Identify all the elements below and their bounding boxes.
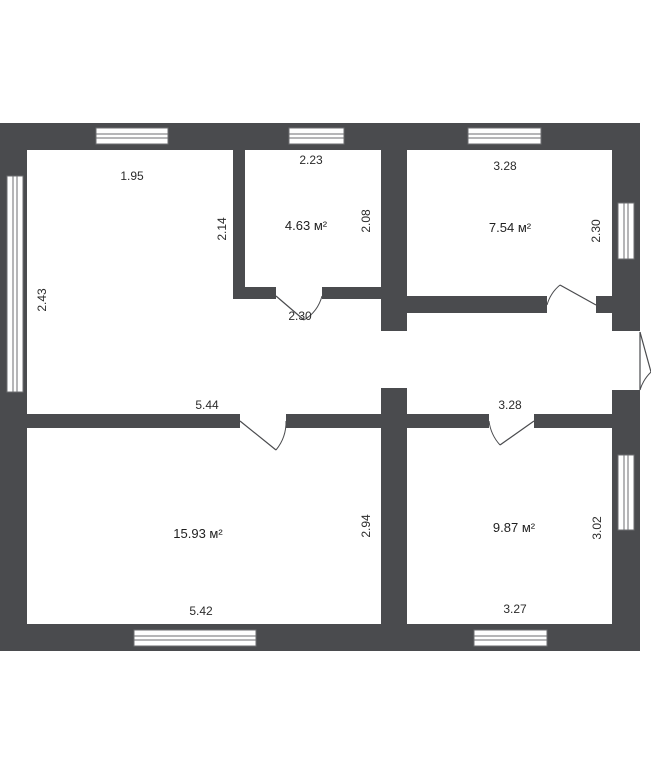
dimension-label: 3.28 — [493, 159, 517, 173]
dimension-label: 3.28 — [498, 398, 522, 412]
dimension-label: 5.42 — [189, 604, 213, 618]
wall-room2-bottom-right — [322, 287, 387, 299]
wall-room2-left — [233, 150, 245, 296]
dimension-label: 5.44 — [195, 398, 219, 412]
window-top-1 — [95, 127, 169, 145]
room-area-label: 9.87 м² — [493, 520, 536, 535]
door-room5 — [488, 420, 535, 446]
outer-wall-left-stub — [0, 470, 6, 490]
door-room2 — [275, 295, 323, 321]
dimension-label: 2.14 — [215, 217, 229, 241]
window-top-3 — [467, 127, 542, 145]
door-room4 — [239, 420, 287, 451]
dimension-label: 2.94 — [359, 514, 373, 538]
window-left — [6, 175, 24, 393]
dimension-label: 2.43 — [35, 288, 49, 312]
dimension-label: 3.27 — [503, 602, 527, 616]
wall-hall-bottom-left — [0, 414, 240, 428]
wall-room3-bottom-right — [596, 296, 640, 313]
wall-hall-bottom-mid — [286, 414, 489, 428]
dimension-label: 2.30 — [288, 309, 312, 323]
wall-room2-bottom-left — [233, 287, 276, 299]
wall-hall-bottom-right — [534, 414, 640, 428]
dimension-label: 2.23 — [299, 153, 323, 167]
room-area-label: 15.93 м² — [173, 526, 223, 541]
dimension-label: 1.95 — [120, 169, 144, 183]
dimension-label: 2.08 — [359, 209, 373, 233]
dimension-label: 3.02 — [590, 516, 604, 540]
window-top-2 — [288, 127, 345, 145]
window-right-2 — [617, 454, 635, 531]
dimension-label: 2.30 — [589, 219, 603, 243]
room-area-label: 7.54 м² — [489, 220, 532, 235]
door-entrance — [639, 331, 651, 391]
window-bottom-2 — [473, 629, 548, 647]
wall-room3-bottom-left — [381, 296, 547, 313]
window-right-1 — [617, 202, 635, 260]
room-area-label: 4.63 м² — [285, 218, 328, 233]
door-room3 — [546, 284, 597, 306]
window-bottom-1 — [133, 629, 257, 647]
wall-hall-center — [381, 388, 407, 651]
